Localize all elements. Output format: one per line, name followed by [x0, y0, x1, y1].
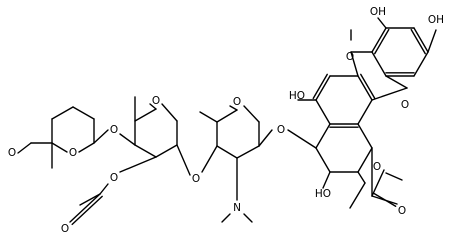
atom-label-o-glycosidic-3: O	[110, 124, 118, 136]
bond-line	[134, 108, 157, 122]
bond-line	[17, 142, 32, 154]
bond-line	[229, 105, 238, 111]
bond-line	[385, 172, 403, 181]
bond-line	[315, 123, 331, 149]
atom-label-quinone-top: O	[346, 51, 354, 63]
atom-label-o-ring-daunosamine: O	[233, 96, 241, 108]
double-bond-line	[360, 73, 376, 100]
bond-line	[72, 106, 95, 120]
bond-line	[51, 106, 74, 120]
bond-line	[357, 99, 373, 125]
double-bond-line	[410, 28, 426, 55]
bond-line	[413, 51, 429, 77]
atom-label-o-acetate-carbonyl: O	[61, 223, 69, 235]
bond-line	[199, 111, 218, 123]
bond-line	[371, 87, 408, 101]
atom-label-oh-ring-d: OH	[428, 14, 444, 26]
bond-line	[315, 75, 331, 101]
atom-label-o-ring-sugar3: O	[69, 147, 77, 159]
bond-line	[243, 213, 253, 223]
atom-label-oh-peri: OH	[370, 6, 386, 18]
atom-label-o-ester-carbonyl: O	[398, 205, 406, 217]
bond-line	[134, 144, 157, 158]
atom-label-o-ester-methoxy: O	[373, 161, 381, 173]
bond-line	[155, 144, 178, 158]
bond-line	[357, 171, 366, 184]
bond-line	[93, 129, 109, 144]
bond-line	[258, 129, 273, 147]
bond-line	[371, 51, 387, 77]
atom-label-quinone-bottom: O	[401, 99, 409, 111]
bond-line	[371, 27, 387, 53]
bond-line	[161, 103, 178, 122]
bond-line	[221, 213, 231, 223]
bond-line	[79, 193, 101, 206]
atom-label-ho-ring-b: HO	[289, 90, 305, 102]
bond-line	[149, 103, 157, 110]
bond-line	[99, 183, 109, 195]
bond-line	[236, 145, 260, 159]
bond-line	[69, 193, 101, 223]
bond-line	[216, 109, 238, 123]
bond-line	[243, 105, 260, 123]
atom-label-o-ketone: O	[8, 147, 16, 159]
bond-line	[315, 147, 331, 173]
bond-line	[78, 142, 95, 153]
bond-line	[176, 144, 191, 176]
double-bond-line	[372, 192, 397, 207]
bond-line	[51, 142, 68, 153]
bond-line	[427, 29, 437, 53]
double-bond-line	[312, 73, 328, 100]
bond-lines	[17, 17, 437, 226]
bond-line	[385, 75, 408, 89]
bond-line	[357, 147, 373, 173]
atom-label-o-glycosidic-aglycone: O	[277, 124, 285, 136]
double-bond-line	[374, 28, 390, 55]
bond-line	[119, 133, 136, 146]
atom-label-o-ring-sugar2: O	[152, 95, 160, 107]
atom-label-o-glycosidic-2: O	[192, 173, 200, 185]
bond-line	[216, 145, 238, 159]
bond-line	[350, 51, 359, 77]
bond-line	[119, 156, 157, 173]
atom-label-n-dimethylamino: N	[233, 202, 241, 214]
bond-line	[315, 99, 331, 125]
bond-line	[377, 17, 387, 29]
atom-label-o-acetate-link: O	[110, 172, 118, 184]
bond-line	[357, 123, 373, 149]
bond-line	[357, 75, 373, 101]
bond-line	[322, 171, 331, 189]
bond-line	[287, 129, 317, 149]
atom-label-ho-ring-a: HO	[315, 188, 331, 200]
bond-line	[349, 182, 366, 209]
bond-line	[371, 169, 385, 197]
bond-line	[201, 145, 218, 173]
bond-line	[413, 27, 429, 53]
atom-labels: OH OH O O HO HO O O O O O N O O O O O O	[8, 6, 444, 235]
double-bond-line	[71, 195, 103, 226]
